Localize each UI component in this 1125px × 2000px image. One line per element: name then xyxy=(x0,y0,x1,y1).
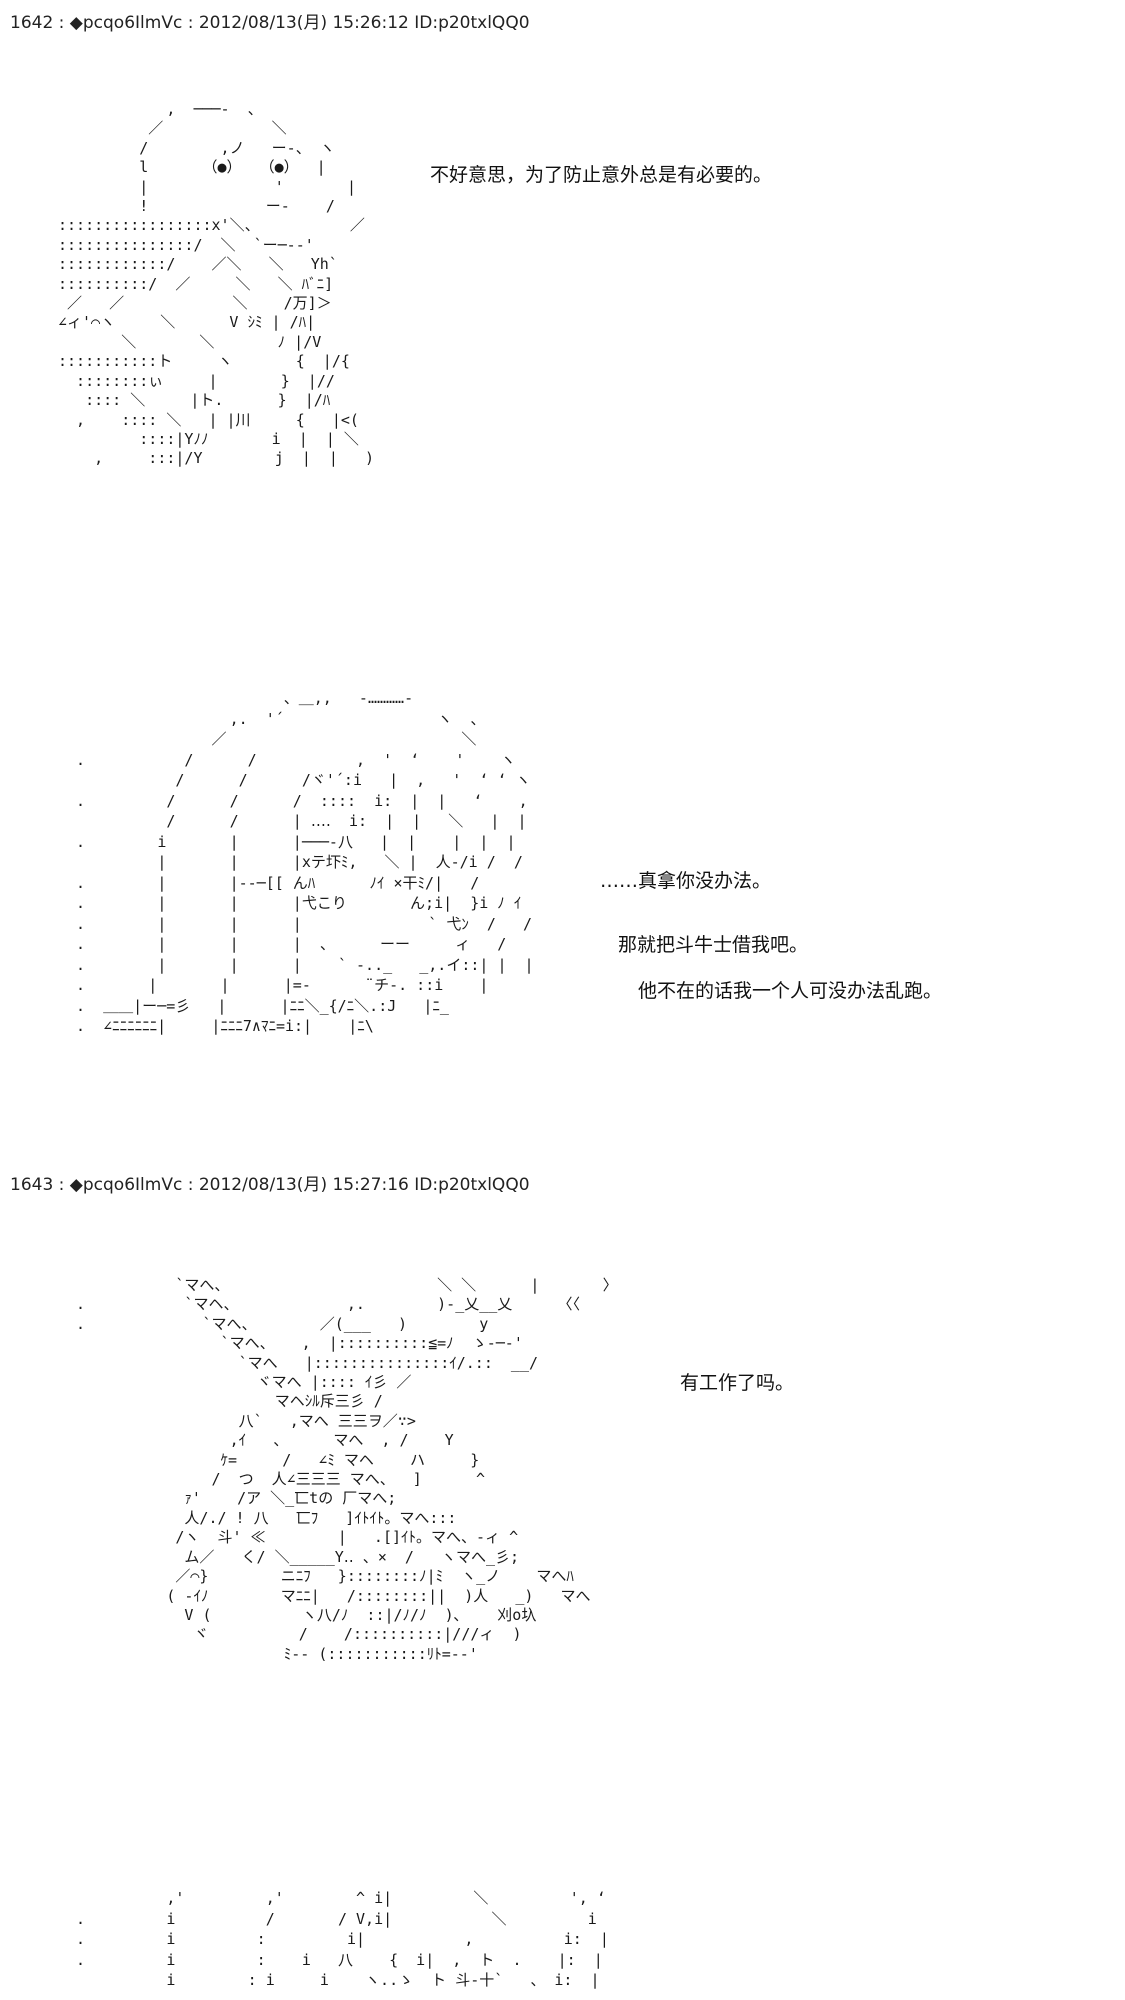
ascii-art-character-partial: ,' ,' ^ i| ＼ ', ‘ . i / / V,i| ＼ i . i :… xyxy=(76,1889,609,1989)
dialogue-line: 那就把斗牛士借我吧。 xyxy=(618,934,809,956)
dialogue-line: 不好意思，为了防止意外总是有必要的。 xyxy=(430,164,773,186)
dialogue-line: 他不在的话我一个人可没办法乱跑。 xyxy=(638,980,943,1002)
ascii-art-armored-figure: `マへ、 ＼ ＼ | 〉 . `マヘ、 ,. )-_乂__乂 〈〈 . `マへ、… xyxy=(76,1276,618,1663)
dialogue-line: ……真拿你没办法。 xyxy=(600,870,772,892)
post-header-1642: 1642 : ◆pcqo6IlmVc : 2012/08/13(月) 15:26… xyxy=(10,13,530,33)
post-header-1643: 1643 : ◆pcqo6IlmVc : 2012/08/13(月) 15:27… xyxy=(10,1175,530,1195)
dialogue-line: 有工作了吗。 xyxy=(680,1372,795,1394)
ascii-art-character-long-hair: 、＿,, ‐…………‐ ,. '´ ヽ 、 ／ ＼ . / / , ' ‘ ' … xyxy=(76,689,534,1035)
ascii-art-character-round-face: , ───- 、 ／ ＼ / ,ノ ー‐、 ヽ l （●） （●） | | ' … xyxy=(58,100,375,468)
